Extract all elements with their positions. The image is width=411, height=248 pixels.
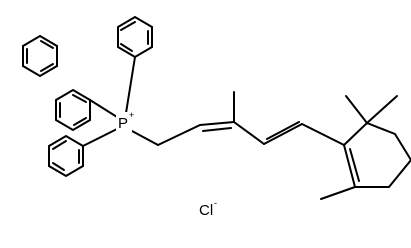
chain-single-bond [233,121,265,145]
aromatic-double-bond [120,43,133,52]
phenyl-ring-middle-left [55,88,91,132]
p-methylene-bond [131,130,159,146]
chain-single-bond [157,124,201,146]
aromatic-double-bond [52,140,67,150]
chloride-charge: - [214,198,217,208]
phenyl-ring-lower-left [48,134,84,178]
p-phenyl-bond-middle [89,99,118,118]
gem-dimethyl-bond-right [366,95,398,124]
chain-ring-bond [301,123,345,146]
p-phenyl-bond-lower [82,128,118,147]
phosphorus-charge: + [129,110,134,120]
p-phenyl-bond-top [125,56,136,114]
phosphorus-atom-label: P [118,115,128,132]
aromatic-double-bond [52,162,65,171]
chloride-atom-label: Cl [199,202,213,219]
phosphorus-label-mask [116,112,132,132]
chain-trans-double-bond-inner [266,121,300,140]
phenyl-ring-upper-left-outline [22,34,58,78]
ring-double-bond-inner [349,148,360,182]
aromatic-double-bond [40,63,54,72]
chain-cis-double-bond-inner [202,127,232,132]
phenyl-ring-top [117,15,153,59]
aromatic-double-bond [73,117,87,126]
ring-methyl-bond [320,186,356,200]
phenyl-ring-top-outline [117,15,153,59]
cyclohexene-ring-outline [343,121,411,188]
chain-cis-double-bond [199,121,235,126]
aromatic-double-bond [120,21,136,31]
gem-dimethyl-bond-left [345,95,368,124]
phenyl-ring-upper-left [22,34,58,78]
aromatic-double-bond [40,40,54,49]
chain-trans-double-bond [263,123,303,145]
aromatic-double-bond [72,94,87,103]
phenyl-ring-lower-left-outline [48,134,84,178]
cyclohexene-ring [320,95,411,200]
